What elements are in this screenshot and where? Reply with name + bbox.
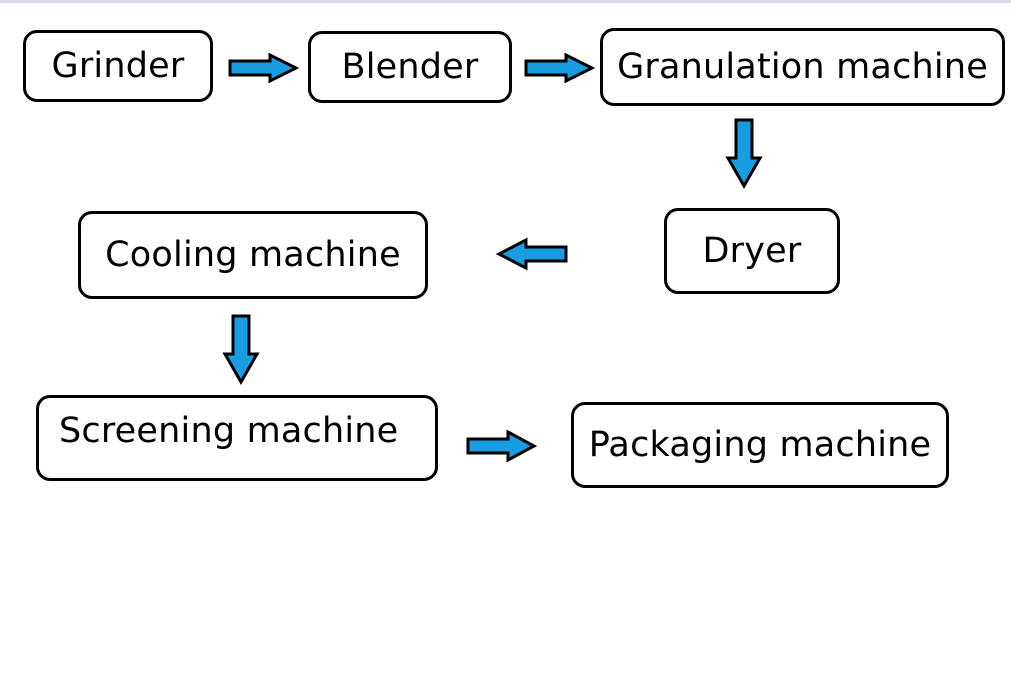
- packaging-machine-box: Packaging machine: [571, 402, 949, 488]
- top-border: [0, 0, 1011, 3]
- arrow-left-icon: [495, 237, 568, 271]
- arrow-right-icon: [466, 429, 538, 463]
- cooling-machine-box: Cooling machine: [78, 211, 428, 299]
- arrow-down-icon: [725, 118, 763, 190]
- dryer-label: Dryer: [702, 230, 802, 271]
- blender-label: Blender: [341, 46, 479, 87]
- screening-machine-label: Screening machine: [59, 411, 399, 451]
- blender-box: Blender: [308, 31, 512, 103]
- granulation-machine-box: Granulation machine: [600, 28, 1005, 106]
- cooling-machine-label: Cooling machine: [105, 234, 401, 275]
- grinder-label: Grinder: [51, 45, 185, 86]
- dryer-box: Dryer: [664, 208, 840, 294]
- grinder-box: Grinder: [23, 30, 213, 102]
- arrow-right-icon: [228, 52, 300, 84]
- packaging-machine-label: Packaging machine: [588, 424, 932, 465]
- screening-machine-box: Screening machine: [36, 395, 438, 481]
- granulation-machine-label: Granulation machine: [617, 46, 988, 87]
- arrow-down-icon: [222, 314, 260, 386]
- arrow-right-icon: [524, 52, 596, 84]
